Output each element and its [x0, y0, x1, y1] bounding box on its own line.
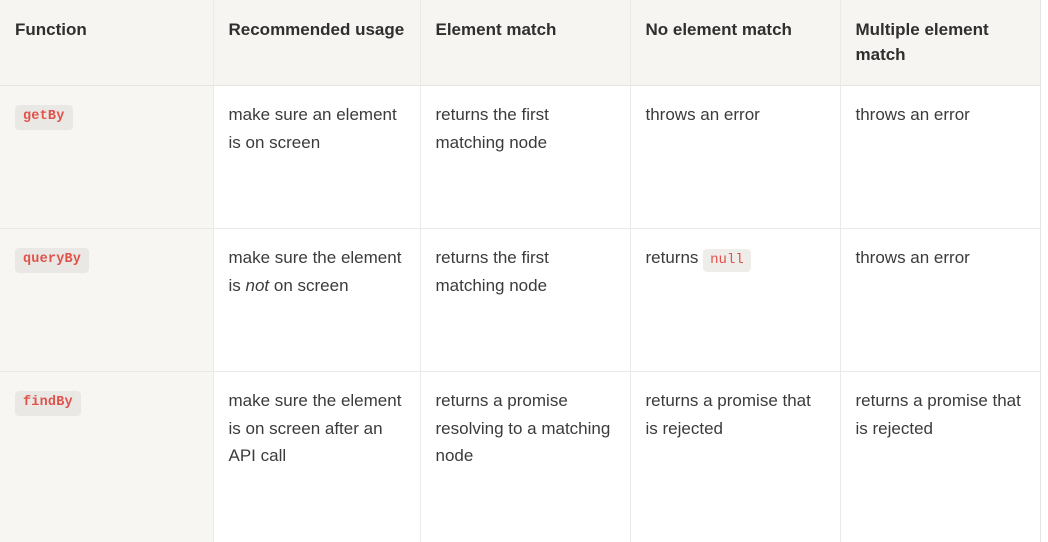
- cell-element-match-queryby: returns the first matching node: [420, 228, 631, 373]
- code-badge-getby: getBy: [15, 105, 73, 131]
- cell-recommended-usage-findby: make sure the element is on screen after…: [213, 371, 421, 542]
- table-row: getBy make sure an element is on screen …: [0, 85, 1041, 230]
- column-header-function: Function: [0, 0, 214, 87]
- table-header-row: Function Recommended usage Element match…: [0, 0, 1041, 87]
- cell-no-element-match-queryby: returns null: [630, 228, 841, 373]
- cell-multiple-element-match-findby: returns a promise that is rejected: [840, 371, 1041, 542]
- cell-recommended-usage-getby: make sure an element is on screen: [213, 85, 421, 230]
- usage-text-emphasis: not: [245, 275, 270, 295]
- cell-function-findby: findBy: [0, 371, 214, 542]
- cell-recommended-usage-queryby: make sure the element is not on screen: [213, 228, 421, 373]
- cell-function-queryby: queryBy: [0, 228, 214, 373]
- column-header-recommended-usage: Recommended usage: [213, 0, 421, 87]
- usage-text-before: make sure the element is: [228, 248, 402, 295]
- table-body: getBy make sure an element is on screen …: [0, 85, 1041, 542]
- cell-no-element-match-getby: throws an error: [630, 85, 841, 230]
- cell-function-getby: getBy: [0, 85, 214, 230]
- cell-element-match-getby: returns the first matching node: [420, 85, 631, 230]
- cell-multiple-element-match-queryby: throws an error: [840, 228, 1041, 373]
- usage-text-after: on screen: [269, 275, 349, 295]
- code-badge-queryby: queryBy: [15, 248, 90, 274]
- column-header-element-match: Element match: [420, 0, 631, 87]
- table-row: findBy make sure the element is on scree…: [0, 371, 1041, 542]
- cell-element-match-findby: returns a promise resolving to a matchin…: [420, 371, 631, 542]
- column-header-multiple-element-match: Multiple element match: [840, 0, 1041, 87]
- cell-multiple-element-match-getby: throws an error: [840, 85, 1041, 230]
- code-badge-findby: findBy: [15, 391, 81, 417]
- table-row: queryBy make sure the element is not on …: [0, 228, 1041, 373]
- table-header: Function Recommended usage Element match…: [0, 0, 1041, 87]
- cell-no-element-match-findby: returns a promise that is rejected: [630, 371, 841, 542]
- column-header-no-element-match: No element match: [630, 0, 841, 87]
- no-match-text-before: returns: [645, 248, 704, 268]
- code-badge-null: null: [703, 249, 751, 273]
